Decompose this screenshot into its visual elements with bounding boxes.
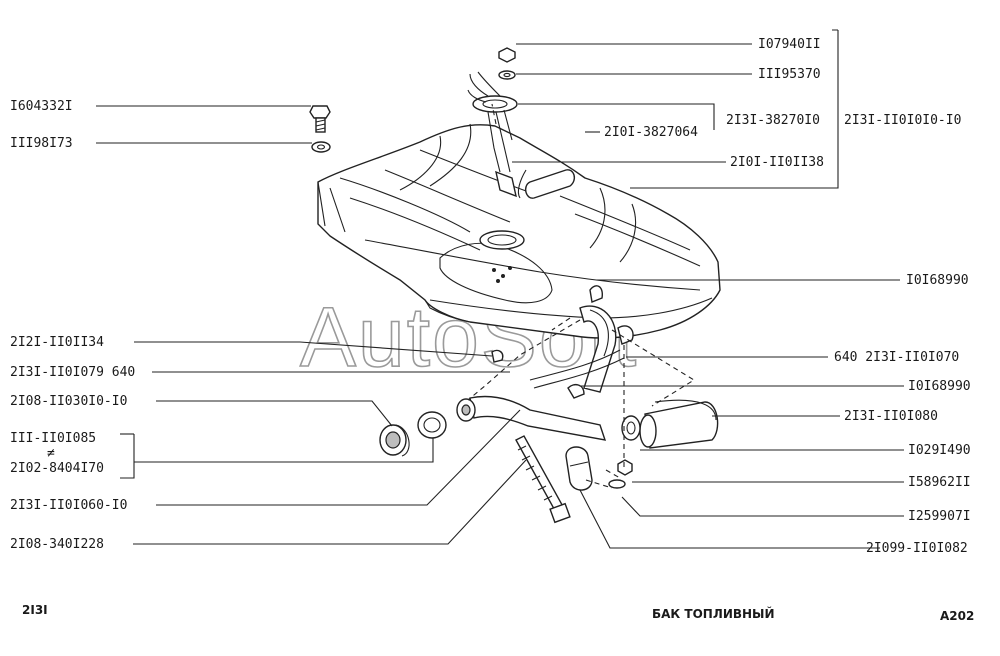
label-21099-1101082: 2I099-II0I082: [866, 541, 968, 556]
alt-mark: ≠: [47, 446, 55, 461]
label-2131-1101060-10: 2I3I-II0I060-I0: [10, 498, 127, 513]
footer: 2I3I БАК ТОПЛИВНЫЙ A202: [22, 603, 974, 623]
label-10168990-b: I0I68990: [908, 379, 971, 394]
filler-cap: [379, 424, 410, 457]
footer-model: 2I3I: [22, 603, 48, 617]
labels-left: I604332I III98I73 2I2I-II0II34 2I3I-II0I…: [10, 99, 135, 552]
footer-code: A202: [940, 609, 974, 623]
label-10291490: I029I490: [908, 443, 971, 458]
label-2121-1101134: 2I2I-II0II34: [10, 335, 104, 350]
filler-assembly: [456, 285, 634, 441]
strap: [515, 435, 571, 524]
label-2101-3827064: 2I0I-3827064: [604, 125, 698, 140]
label-2131-3827010: 2I3I-38270I0: [726, 113, 820, 128]
label-2108-3401228: 2I08-340I228: [10, 537, 104, 552]
label-15896211: I58962II: [908, 475, 971, 490]
nut: [498, 47, 516, 63]
washer: [311, 141, 331, 153]
label-1604332i: I604332I: [10, 99, 73, 114]
lower-nut: [617, 459, 633, 476]
fuel-pump-module: [467, 71, 576, 199]
label-2101-1101138: 2I0I-II0II38: [730, 155, 824, 170]
label-12599071: I259907I: [908, 509, 971, 524]
label-11195370: III95370: [758, 67, 821, 82]
filler-seal: [417, 411, 447, 439]
small-washer: [498, 70, 516, 80]
footer-title: БАК ТОПЛИВНЫЙ: [652, 606, 775, 621]
bracket: [565, 446, 593, 491]
label-640-2131-1101070: 640 2I3I-II0I070: [834, 350, 959, 365]
label-11198173: III98I73: [10, 136, 73, 151]
leader-lines: [96, 29, 904, 549]
label-10168990-a: I0I68990: [906, 273, 969, 288]
labels-right: I07940II III95370 2I3I-38270I0 2I3I-II0I…: [604, 37, 971, 556]
label-111-1101085: III-II0I085: [10, 431, 96, 446]
label-2131-1101080: 2I3I-II0I080: [844, 409, 938, 424]
label-2131-1101010-10: 2I3I-II0I0I0-I0: [844, 113, 961, 128]
assembly-lines: [467, 103, 696, 489]
label-10794011: I07940II: [758, 37, 821, 52]
bolt: [309, 105, 331, 133]
label-2102-8404170: 2I02-8404I70: [10, 461, 104, 476]
label-2131-1101079-640: 2I3I-II0I079 640: [10, 365, 135, 380]
label-2108-1103010-10: 2I08-II030I0-I0: [10, 394, 127, 409]
hose-clamp: [621, 415, 641, 441]
vent-tube: [639, 399, 719, 449]
lower-washer: [608, 479, 626, 489]
